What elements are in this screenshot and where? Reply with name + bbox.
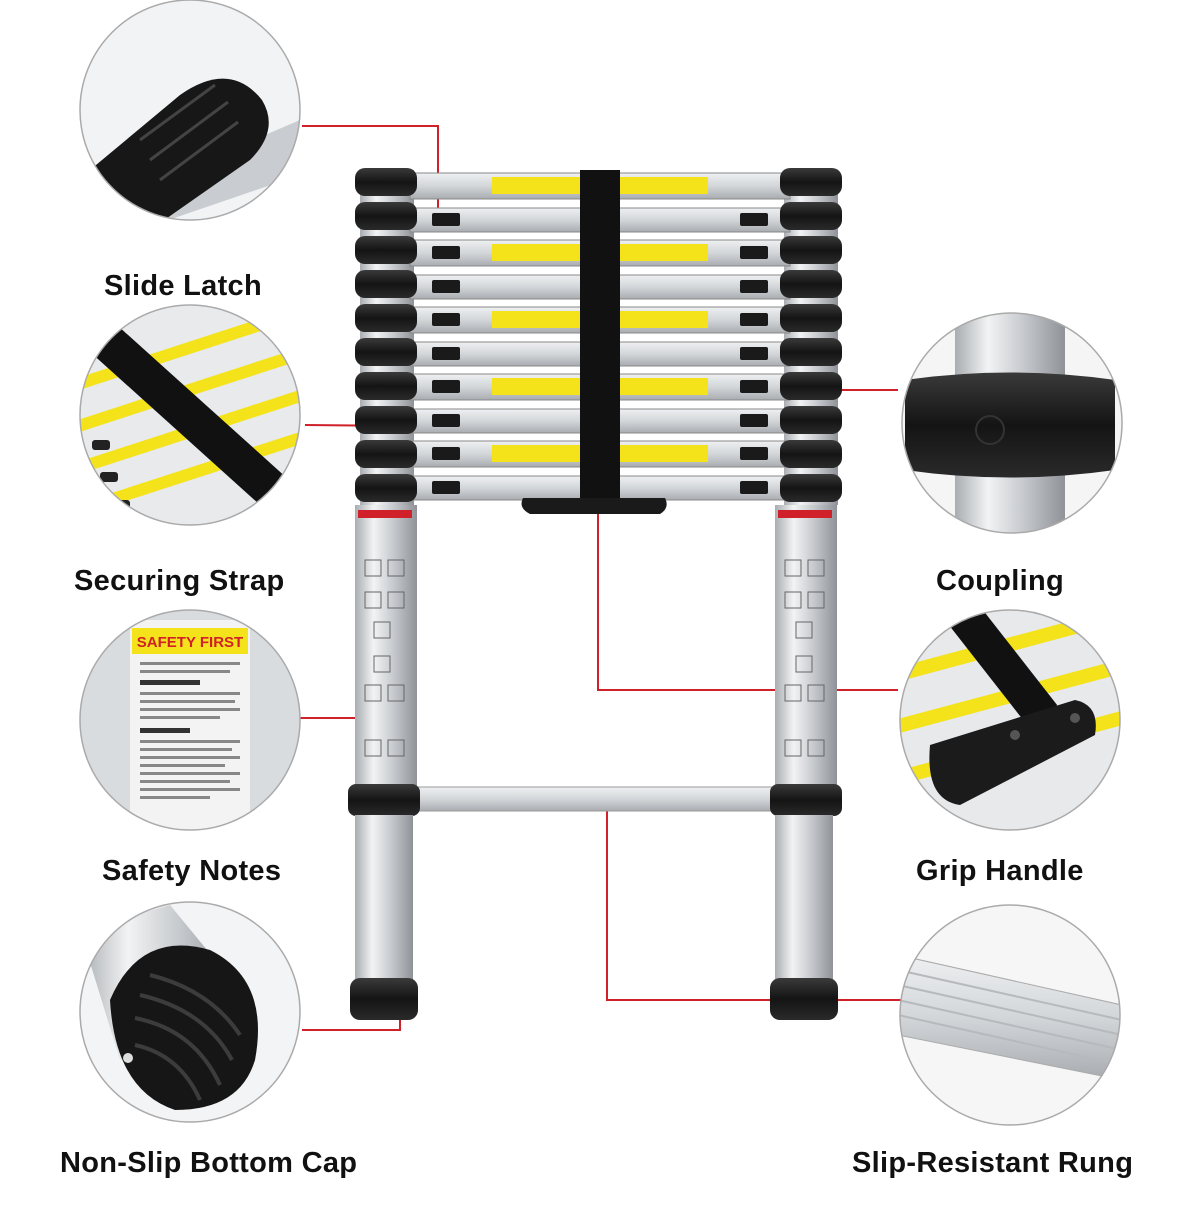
label-securing-strap: Securing Strap: [74, 565, 285, 597]
telescopic-ladder: [348, 168, 842, 1020]
label-coupling: Coupling: [936, 565, 1065, 597]
detail-slide-latch: [79, 0, 301, 221]
label-safety-notes: Safety Notes: [102, 855, 282, 887]
securing-strap: [580, 170, 620, 510]
label-slip-resistant-rung: Slip-Resistant Rung: [852, 1147, 1134, 1179]
detail-securing-strap: [79, 304, 301, 526]
detail-safety-notes: SAFETY FIRST: [79, 609, 301, 831]
callout-slip-rung: [606, 800, 905, 1001]
safety-first-sign: SAFETY FIRST: [137, 634, 243, 651]
label-non-slip-bottom-cap: Non-Slip Bottom Cap: [60, 1147, 358, 1179]
left-couplings: [355, 168, 417, 502]
bottom-cap-left: [350, 978, 418, 1020]
detail-non-slip-cap: [79, 901, 301, 1123]
detail-slip-rung: [899, 904, 1121, 1126]
rung-latches: [432, 213, 768, 494]
bottom-rung: [414, 786, 781, 812]
right-couplings: [780, 168, 842, 502]
callout-grip-handle: [597, 505, 898, 691]
detail-grip-handle: [899, 609, 1121, 831]
safety-icons: [364, 559, 825, 757]
bottom-cap-right: [770, 978, 838, 1020]
grip-handle: [521, 498, 667, 514]
label-slide-latch: Slide Latch: [104, 270, 262, 302]
label-grip-handle: Grip Handle: [916, 855, 1084, 887]
detail-coupling: [901, 312, 1123, 534]
